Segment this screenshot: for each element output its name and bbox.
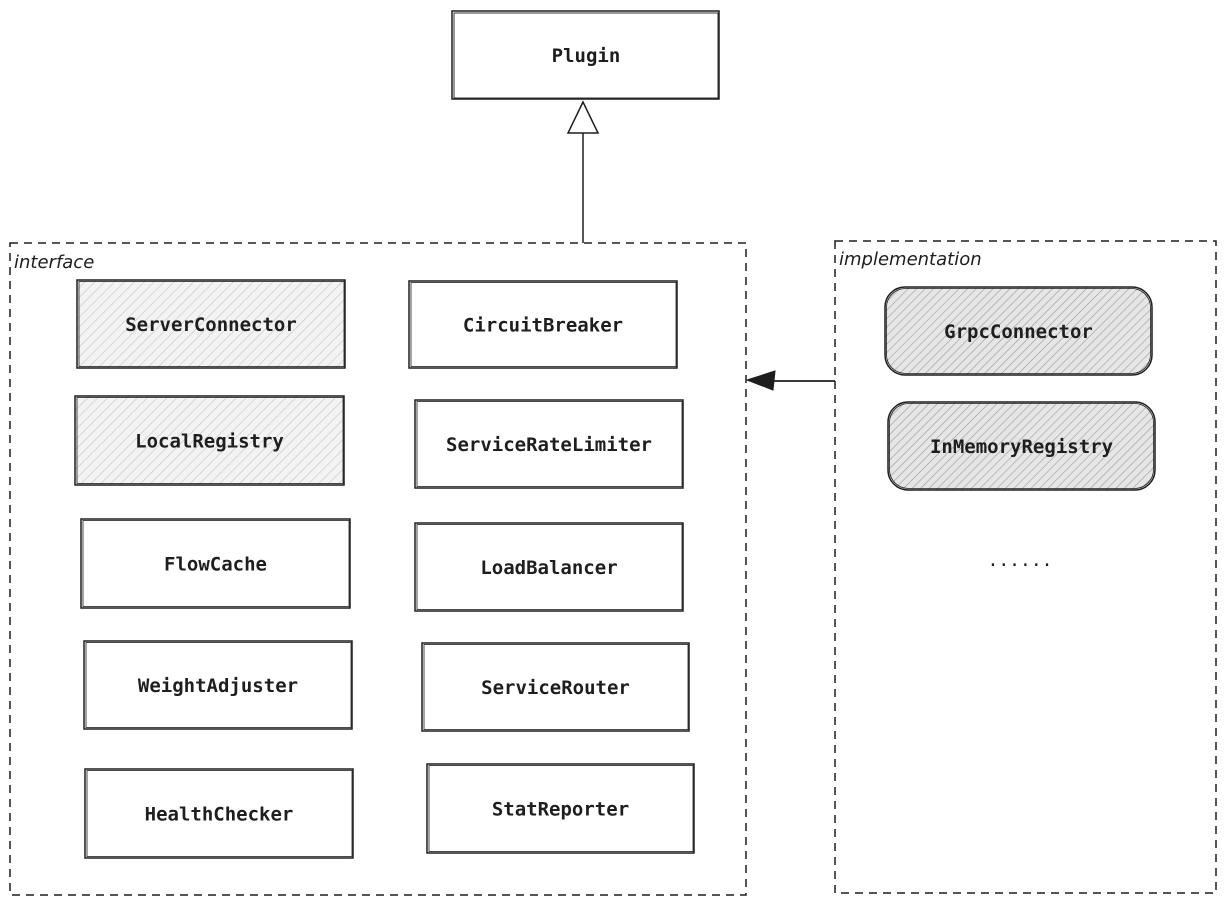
interface-node-stat-reporter: StatReporter (426, 763, 695, 854)
interface-group: interface (9, 242, 747, 896)
interface-node-label: LocalRegistry (135, 431, 284, 453)
interface-node-label: HealthChecker (145, 804, 294, 826)
interface-node-label: FlowCache (164, 554, 267, 576)
interface-node-label: LoadBalancer (480, 557, 617, 579)
interface-node-circuit-breaker: CircuitBreaker (408, 280, 678, 369)
interface-node-label: WeightAdjuster (138, 675, 298, 697)
implementation-more-ellipsis: ...... (987, 550, 1052, 571)
implementation-node-label: InMemoryRegistry (930, 436, 1113, 458)
interface-node-service-rate-limiter: ServiceRateLimiter (414, 399, 684, 489)
implementation-node-in-memory-registry: InMemoryRegistry (887, 401, 1156, 491)
interface-node-flow-cache: FlowCache (80, 518, 351, 609)
plugin-node: Plugin (451, 10, 720, 100)
interface-node-label: StatReporter (492, 799, 629, 821)
interface-node-label: ServiceRateLimiter (446, 434, 652, 456)
interface-node-weight-adjuster: WeightAdjuster (83, 640, 353, 730)
implementation-arrow (745, 370, 835, 391)
interface-group-label: interface (14, 252, 94, 273)
plugin-label: Plugin (552, 45, 621, 67)
interface-node-label: ServiceRouter (481, 677, 630, 699)
implementation-group: implementation (834, 240, 1217, 894)
interface-node-label: CircuitBreaker (463, 315, 623, 337)
interface-items: ServerConnector CircuitBreakerLocalRegist… (74, 279, 695, 859)
interface-node-local-registry: LocalRegistry (74, 395, 345, 486)
interface-node-label: ServerConnector (125, 314, 297, 336)
interface-node-health-checker: HealthChecker (84, 768, 354, 859)
implementation-node-grpc-connector: GrpcConnector (884, 286, 1153, 376)
implementation-group-label: implementation (839, 249, 982, 270)
interface-node-service-router: ServiceRouter (421, 642, 690, 732)
interface-node-server-connector: ServerConnector (76, 279, 346, 369)
implementation-node-label: GrpcConnector (944, 321, 1093, 343)
inheritance-arrow (566, 100, 600, 243)
interface-node-load-balancer: LoadBalancer (414, 522, 684, 612)
